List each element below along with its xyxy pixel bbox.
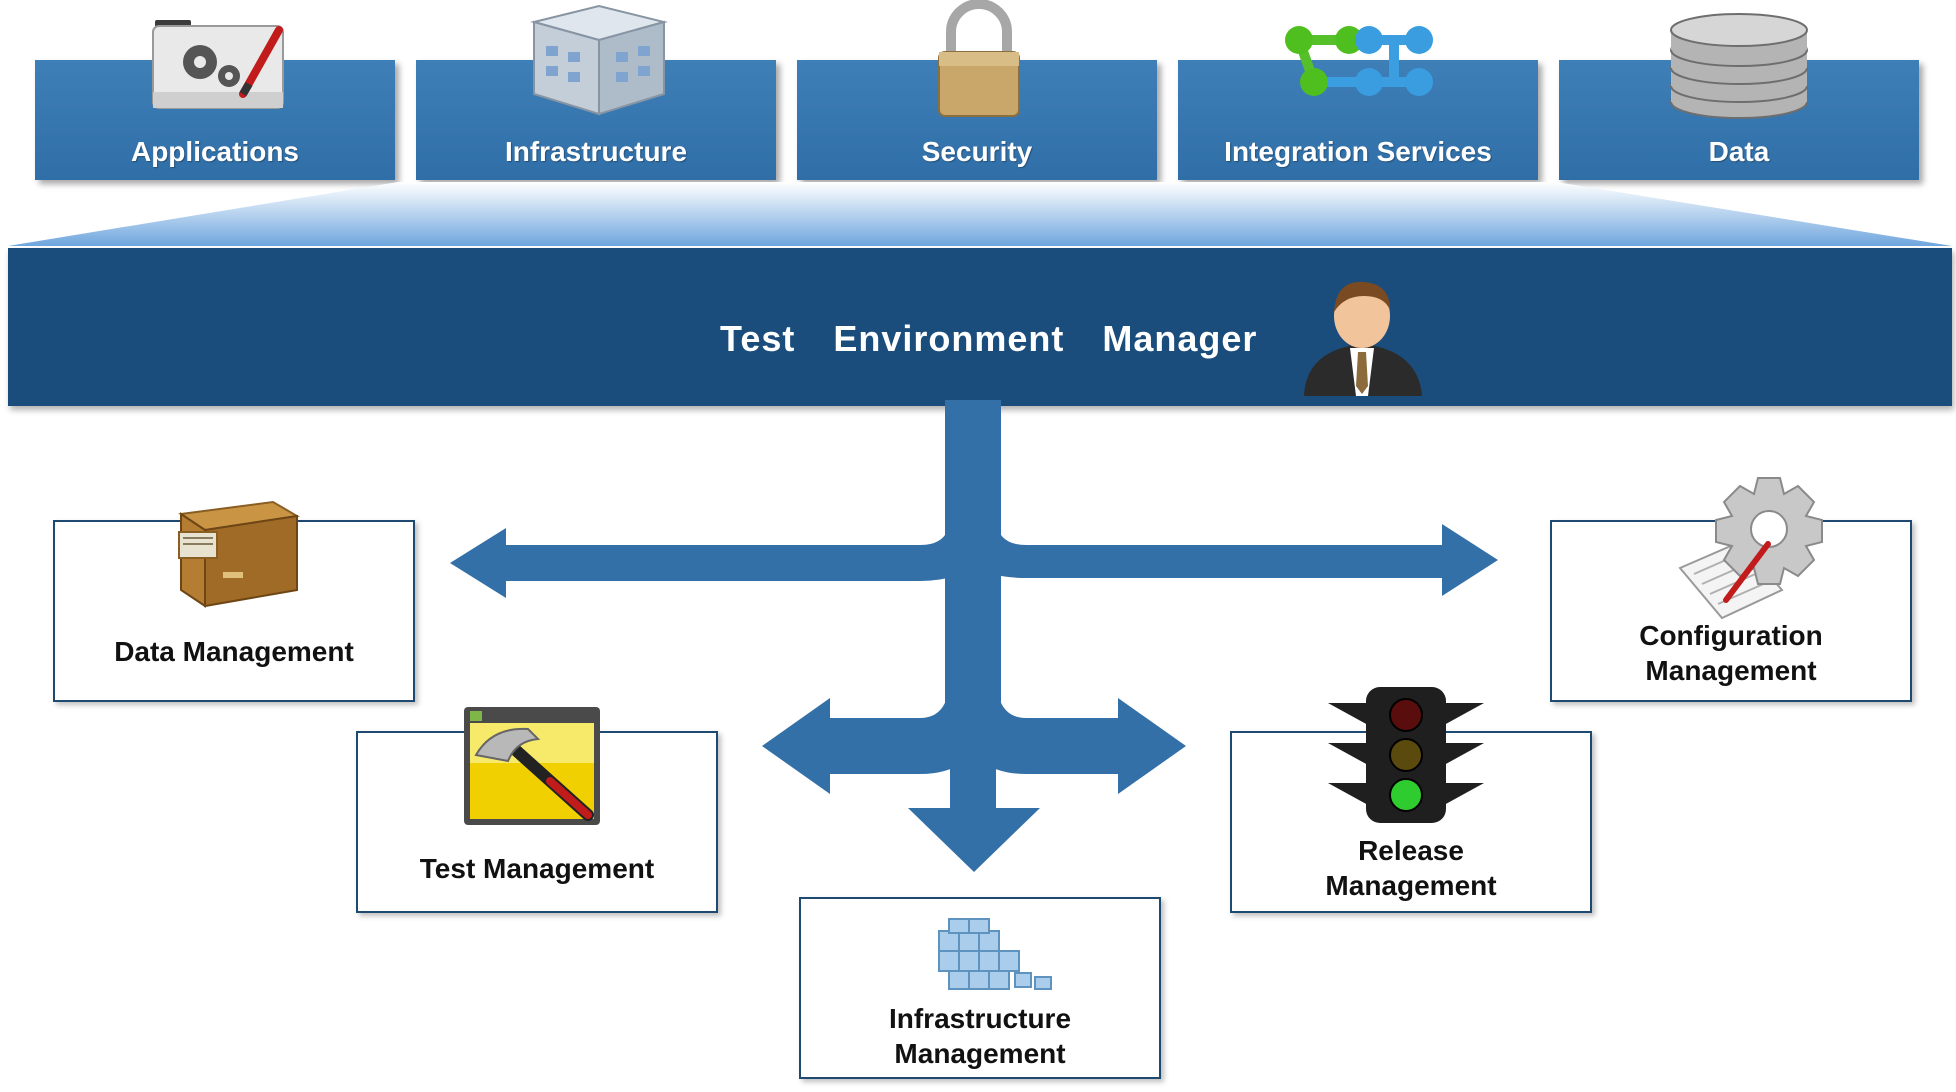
label-line-2: Management [894,1038,1066,1069]
tile-label: Security [921,136,1033,167]
funnel-gradient [8,182,1952,246]
tile-security: Security [797,0,1157,180]
tile-label: Data [1708,136,1770,167]
arrow-right-upper [964,520,1498,596]
configuration-management-label: Configuration Management [1552,618,1910,688]
business-person-icon [1304,281,1422,396]
data-management-box: Data Management [53,500,415,702]
configuration-management-box: Configuration Management [1550,477,1912,702]
blocks-icon [938,918,1052,990]
tile-integration-services: Integration Services [1178,26,1538,180]
infrastructure-management-box: Infrastructure Management [799,897,1161,1079]
molecule-network-icon [1285,26,1433,96]
traffic-light-icon [1328,687,1484,823]
tile-infrastructure: Infrastructure [416,4,776,180]
arrow-right-lower [964,680,1186,794]
label-line-1: Infrastructure [888,1003,1072,1034]
gear-folder-icon [152,20,284,109]
tile-applications: Applications [35,20,395,180]
arrow-left-lower [762,680,982,794]
padlock-icon [938,0,1020,117]
release-management-box: Release Management [1230,687,1592,913]
test-management-label: Test Management [419,853,655,884]
server-cube-icon [530,4,668,116]
release-management-label: Release Management [1232,833,1590,903]
database-icon [1670,13,1808,119]
test-management-box: Test Management [356,707,718,913]
gear-document-icon [1678,477,1823,620]
arrow-down [908,750,1040,872]
label-line-1: Configuration [1639,620,1823,651]
filing-cabinet-icon [178,500,300,608]
manager-title: Test Environment Manager [720,318,1258,359]
label-line-2: Management [1325,870,1497,901]
tile-label: Applications [130,136,299,167]
tile-label: Infrastructure [504,136,688,167]
data-management-label: Data Management [114,636,354,667]
infrastructure-management-label: Infrastructure Management [801,1001,1159,1071]
label-line-1: Release [1358,835,1464,866]
test-environment-manager-bar: Test Environment Manager [8,248,1952,406]
label-line-2: Management [1645,655,1817,686]
hammer-window-icon [464,707,600,825]
tile-data: Data [1559,13,1919,180]
tile-label: Integration Services [1224,136,1492,167]
arrow-left-upper [450,520,982,598]
